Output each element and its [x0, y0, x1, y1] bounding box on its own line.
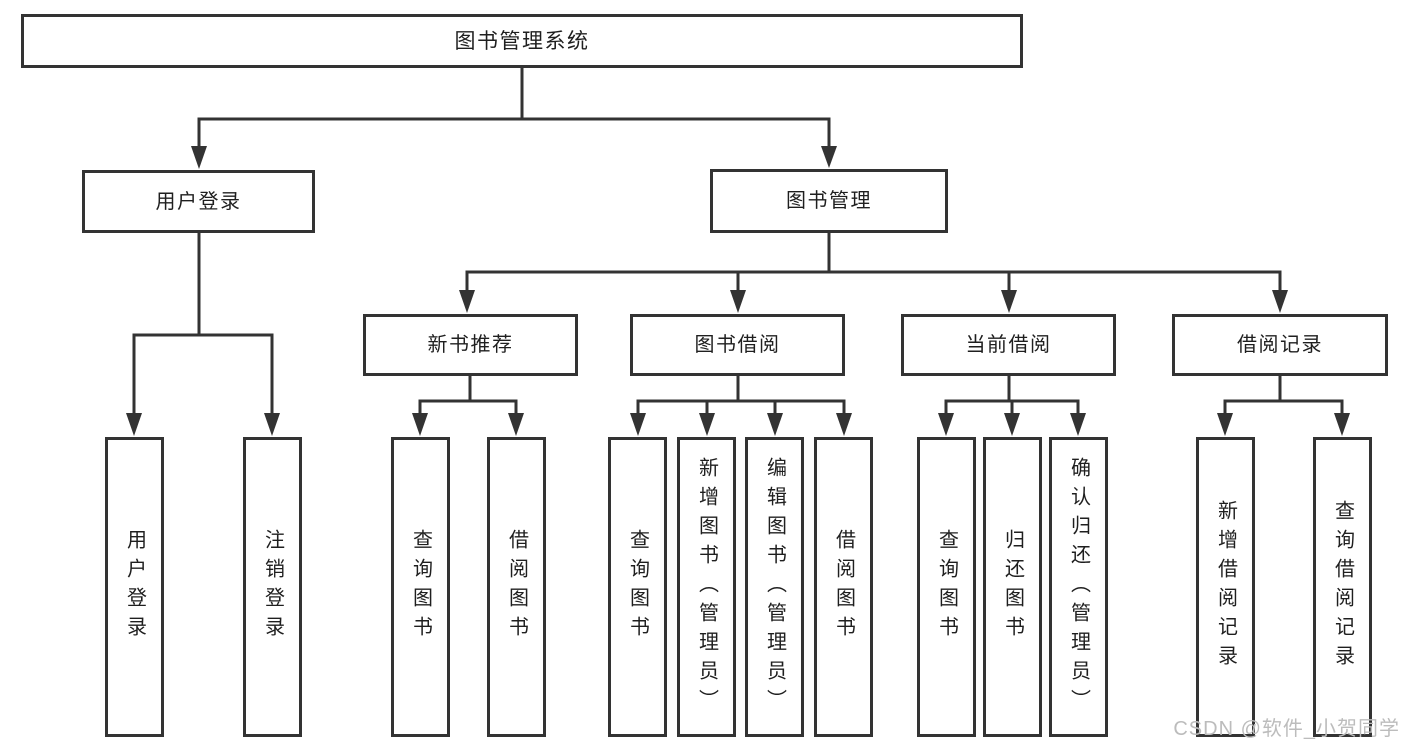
node-borrowing-records: 借阅记录 [1172, 314, 1388, 376]
connector-new-books-to-children [412, 376, 524, 436]
arrow-down-icon [1070, 413, 1086, 436]
node-label: 图书管理 [786, 190, 872, 212]
node-leaf-query-books-3: 查询图书 [917, 437, 976, 737]
node-book-management: 图书管理 [710, 169, 948, 233]
node-label: 图书管理系统 [454, 29, 590, 53]
connector-root-to-level2 [191, 68, 837, 169]
arrow-down-icon [1334, 413, 1350, 436]
arrow-down-icon [767, 413, 783, 436]
arrow-down-icon [264, 413, 280, 436]
node-leaf-borrow-books-2: 借阅图书 [814, 437, 873, 737]
arrow-down-icon [821, 146, 837, 168]
node-leaf-query-borrow-record: 查询借阅记录 [1313, 437, 1372, 737]
arrow-down-icon [1217, 413, 1233, 436]
node-leaf-add-book-admin: 新增图书（管理员） [677, 437, 736, 737]
arrow-down-icon [938, 413, 954, 436]
node-leaf-query-books-1: 查询图书 [391, 437, 450, 737]
connector-borrow-records-to-children [1217, 376, 1350, 436]
node-new-book-recommend: 新书推荐 [363, 314, 578, 376]
connector-book-mgmt-to-level3 [459, 233, 1288, 313]
arrow-down-icon [459, 290, 475, 313]
node-label: 确认归还（管理员） [1067, 456, 1090, 718]
arrow-down-icon [126, 413, 142, 436]
node-leaf-return-book: 归还图书 [983, 437, 1042, 737]
node-leaf-confirm-return-admin: 确认归还（管理员） [1049, 437, 1108, 737]
node-leaf-edit-book-admin: 编辑图书（管理员） [745, 437, 804, 737]
node-leaf-query-books-2: 查询图书 [608, 437, 667, 737]
node-label: 查询借阅记录 [1331, 500, 1354, 674]
arrow-down-icon [836, 413, 852, 436]
arrow-down-icon [412, 413, 428, 436]
node-current-borrowing: 当前借阅 [901, 314, 1116, 376]
node-label: 当前借阅 [965, 334, 1052, 356]
node-label: 借阅图书 [832, 529, 855, 645]
node-label: 借阅记录 [1237, 334, 1323, 356]
connector-book-borrow-to-children [630, 376, 852, 436]
arrow-down-icon [630, 413, 646, 436]
node-label: 借阅图书 [505, 529, 528, 645]
node-label: 编辑图书（管理员） [763, 456, 786, 718]
node-label: 新增借阅记录 [1214, 500, 1237, 674]
node-label: 新书推荐 [427, 334, 514, 356]
arrow-down-icon [191, 146, 207, 169]
node-label: 归还图书 [1001, 529, 1024, 645]
node-book-borrowing: 图书借阅 [630, 314, 845, 376]
node-label: 用户登录 [155, 190, 242, 213]
node-leaf-add-borrow-record: 新增借阅记录 [1196, 437, 1255, 737]
node-label: 查询图书 [935, 529, 958, 645]
node-leaf-user-login: 用户登录 [105, 437, 164, 737]
node-leaf-borrow-books-1: 借阅图书 [487, 437, 546, 737]
arrow-down-icon [699, 413, 715, 436]
node-label: 查询图书 [626, 529, 649, 645]
node-label: 注销登录 [261, 529, 284, 645]
connector-current-borrow-to-children [938, 376, 1086, 436]
node-label: 用户登录 [123, 529, 146, 645]
arrow-down-icon [1004, 413, 1020, 436]
connector-user-login-to-children [126, 233, 280, 436]
node-label: 新增图书（管理员） [695, 456, 718, 718]
csdn-watermark: CSDN @软件_小贺同学 [1173, 718, 1400, 740]
node-label: 图书借阅 [694, 334, 781, 356]
node-label: 查询图书 [409, 529, 432, 645]
node-leaf-logout: 注销登录 [243, 437, 302, 737]
arrow-down-icon [1001, 290, 1017, 313]
arrow-down-icon [508, 413, 524, 436]
node-system-root: 图书管理系统 [21, 14, 1023, 68]
node-user-login: 用户登录 [82, 170, 315, 233]
arrow-down-icon [1272, 290, 1288, 313]
arrow-down-icon [730, 290, 746, 313]
